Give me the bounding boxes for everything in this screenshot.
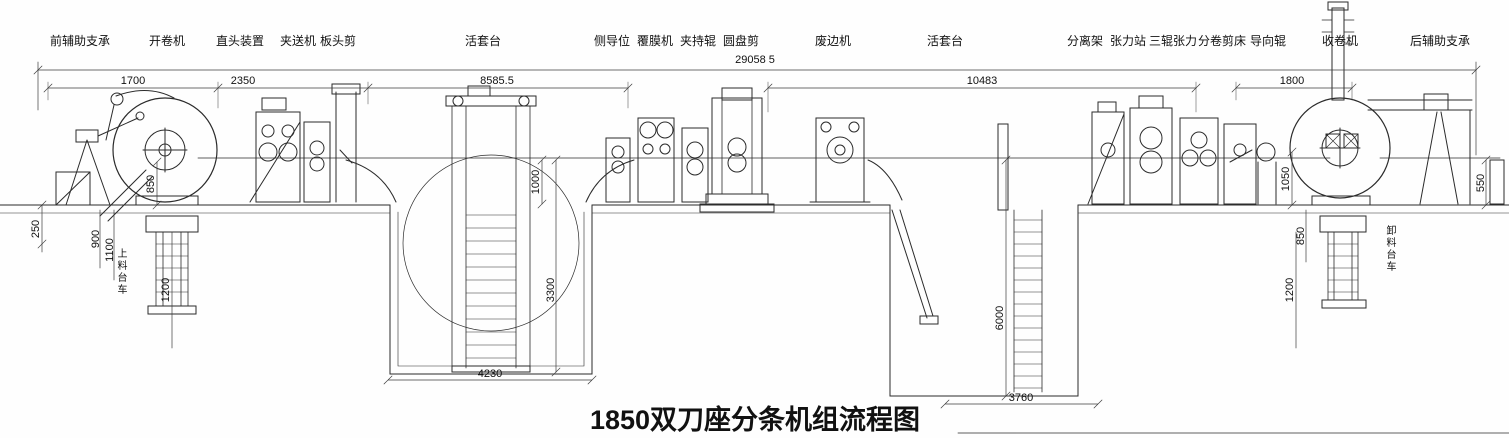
- label-disc-shear: 圆盘剪: [722, 34, 760, 48]
- dim-3760: 3760: [1008, 392, 1034, 404]
- dim-1700: 1700: [120, 75, 146, 87]
- label-front-support: 前辅助支承: [49, 34, 111, 48]
- dim-right-850: 850: [1295, 226, 1307, 246]
- tension-section-drawing: [1087, 95, 1277, 205]
- dim-overall: 29058 5: [735, 54, 775, 66]
- dim-8585-5: 8585.5: [480, 75, 514, 87]
- label-recoil-shear: 分卷剪床: [1197, 34, 1247, 48]
- uncoiler-drawing: [99, 90, 218, 222]
- pinch-shear-drawing: [303, 83, 361, 203]
- label-side-guide: 侧导位: [593, 34, 631, 48]
- label-clamp-roller: 夹持辊: [679, 34, 717, 48]
- dim-right-550: 550: [1475, 173, 1487, 193]
- dim-left-250: 250: [30, 219, 42, 239]
- unloading-car-label: 卸料台车: [1384, 225, 1395, 273]
- front-support-drawing: [55, 111, 145, 206]
- straightener-drawing: [249, 97, 301, 203]
- ground-line: [0, 204, 1509, 214]
- loop-table1-drawing: [345, 85, 635, 375]
- dimension-lines: [33, 61, 1491, 409]
- diagram-title: 1850双刀座分条机组流程图: [589, 405, 921, 435]
- label-three-roll-tension: 三辊张力: [1148, 34, 1198, 48]
- dim-10483: 10483: [966, 75, 998, 87]
- label-straightener: 直头装置: [215, 34, 265, 48]
- label-loop-table-2: 活套台: [926, 34, 964, 48]
- unloading-car-drawing: [1319, 215, 1367, 309]
- label-separator: 分离架: [1066, 34, 1104, 48]
- scrap-winder-drawing: [809, 117, 871, 203]
- label-recoiler: 收卷机: [1321, 34, 1359, 48]
- dim-left-850: 850: [145, 174, 157, 194]
- label-laminator: 覆膜机: [636, 34, 674, 48]
- dim-left-900: 900: [90, 229, 102, 249]
- recoiler-drawing: [1289, 1, 1391, 206]
- label-scrap-winder: 废边机: [814, 34, 852, 48]
- dim-right-1050: 1050: [1280, 166, 1292, 192]
- label-guide-roller: 导向辊: [1249, 34, 1287, 48]
- label-loop-table-1: 活套台: [464, 34, 502, 48]
- label-tension-station: 张力站: [1109, 34, 1147, 48]
- loop-table2-drawing: [867, 123, 1079, 397]
- dim-right-1200: 1200: [1284, 277, 1296, 303]
- label-rear-support: 后辅助支承: [1409, 34, 1471, 48]
- dim-2350: 2350: [230, 75, 256, 87]
- dim-pit1-1000: 1000: [530, 169, 542, 195]
- dim-pit1-3300: 3300: [545, 277, 557, 303]
- dim-1800: 1800: [1279, 75, 1305, 87]
- dim-pit2-6000: 6000: [994, 305, 1006, 331]
- loading-car-label: 上料台车: [115, 248, 126, 296]
- dim-left-1200: 1200: [160, 277, 172, 303]
- label-uncoiler: 开卷机: [148, 34, 186, 48]
- rear-support-drawing: [1367, 93, 1505, 205]
- label-pinch-feeder: 夹送机: [279, 34, 317, 48]
- dim-4230: 4230: [477, 368, 503, 380]
- label-head-shear: 板头剪: [319, 34, 357, 48]
- process-section-drawing: [605, 87, 775, 213]
